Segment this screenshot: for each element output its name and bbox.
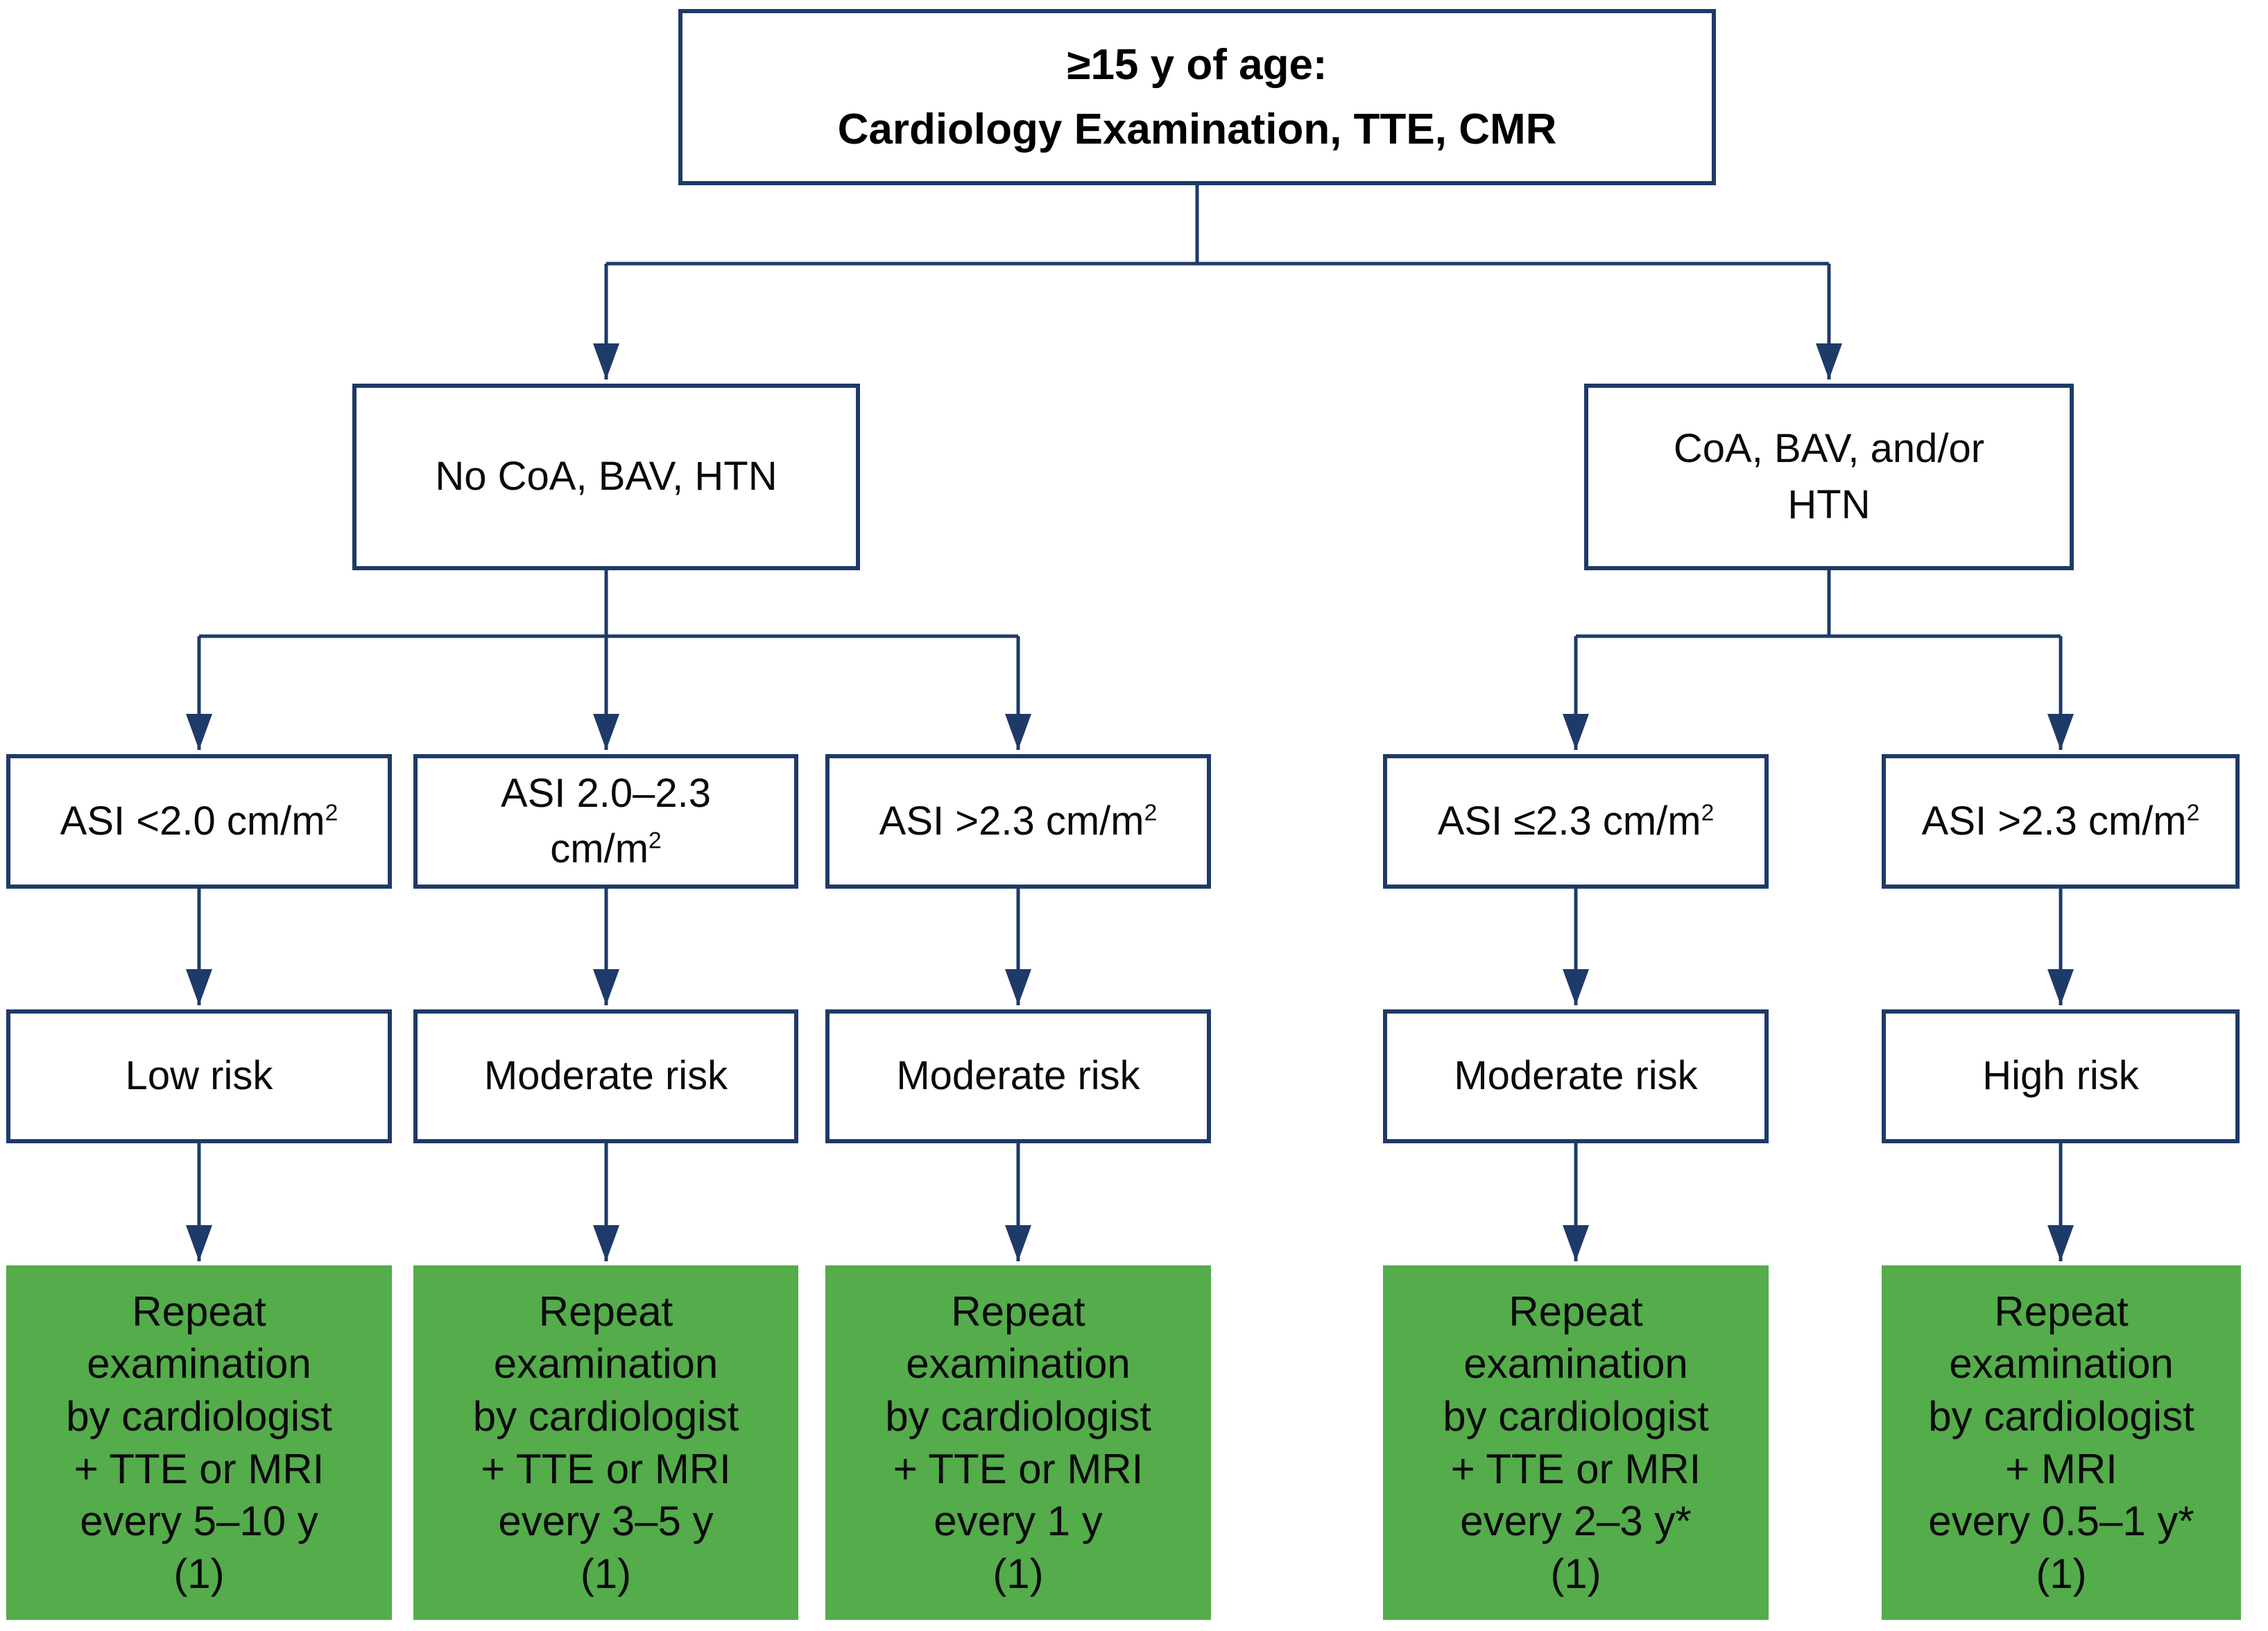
node-outcome-2-label: Repeat examination by cardiologist + TTE… <box>472 1288 739 1597</box>
node-asi-gt-2-3-left: ASI >2.3 cm/m2 <box>825 754 1211 889</box>
node-outcome-3-label: Repeat examination by cardiologist + TTE… <box>885 1288 1151 1597</box>
node-risk-high: High risk <box>1882 1009 2240 1143</box>
node-risk-4-label: Moderate risk <box>1454 1053 1698 1099</box>
node-outcome-4-label: Repeat examination by cardiologist + TTE… <box>1443 1288 1709 1597</box>
node-age-entry-label: ≥15 y of age: Cardiology Examination, TT… <box>837 41 1557 153</box>
node-risk-5-label: High risk <box>1982 1053 2139 1099</box>
node-asi-1-label: ASI <2.0 cm/m <box>60 798 325 844</box>
node-asi-5-sup: 2 <box>2186 800 2200 826</box>
node-asi-4-sup: 2 <box>1701 800 1715 826</box>
node-asi-1-sup: 2 <box>325 800 338 826</box>
node-outcome-5: Repeat examination by cardiologist + MRI… <box>1882 1265 2241 1620</box>
node-coa-bav-htn-label: CoA, BAV, and/or HTN <box>1673 426 1985 527</box>
node-coa-bav-htn: CoA, BAV, and/or HTN <box>1584 384 2074 570</box>
node-asi-gt-2-3-right: ASI >2.3 cm/m2 <box>1882 754 2240 889</box>
node-outcome-2: Repeat examination by cardiologist + TTE… <box>413 1265 798 1620</box>
node-no-coa-label: No CoA, BAV, HTN <box>435 454 778 499</box>
node-risk-3-label: Moderate risk <box>896 1053 1140 1099</box>
node-asi-2-0-2-3: ASI 2.0–2.3 cm/m2 <box>413 754 798 889</box>
node-risk-moderate-2: Moderate risk <box>825 1009 1211 1143</box>
node-outcome-5-label: Repeat examination by cardiologist + MRI… <box>1928 1288 2194 1597</box>
node-asi-le-2-3: ASI ≤2.3 cm/m2 <box>1383 754 1769 889</box>
node-risk-1-label: Low risk <box>125 1053 273 1099</box>
node-risk-2-label: Moderate risk <box>483 1053 728 1099</box>
node-asi-lt-2-0: ASI <2.0 cm/m2 <box>6 754 392 889</box>
node-asi-2-sup: 2 <box>648 828 662 854</box>
node-asi-3-sup: 2 <box>1144 800 1158 826</box>
node-outcome-4: Repeat examination by cardiologist + TTE… <box>1383 1265 1769 1620</box>
node-asi-4-label: ASI ≤2.3 cm/m <box>1437 798 1701 844</box>
node-risk-moderate-1: Moderate risk <box>413 1009 798 1143</box>
node-asi-2-label: ASI 2.0–2.3 cm/m <box>500 770 712 871</box>
node-no-coa: No CoA, BAV, HTN <box>352 384 860 570</box>
node-asi-5-label: ASI >2.3 cm/m <box>1921 798 2187 844</box>
node-outcome-1-label: Repeat examination by cardiologist + TTE… <box>66 1288 332 1597</box>
node-risk-moderate-3: Moderate risk <box>1383 1009 1769 1143</box>
node-asi-3-label: ASI >2.3 cm/m <box>879 798 1144 844</box>
node-age-entry: ≥15 y of age: Cardiology Examination, TT… <box>678 9 1716 185</box>
node-outcome-3: Repeat examination by cardiologist + TTE… <box>825 1265 1211 1620</box>
node-outcome-1: Repeat examination by cardiologist + TTE… <box>6 1265 392 1620</box>
node-risk-low: Low risk <box>6 1009 392 1143</box>
